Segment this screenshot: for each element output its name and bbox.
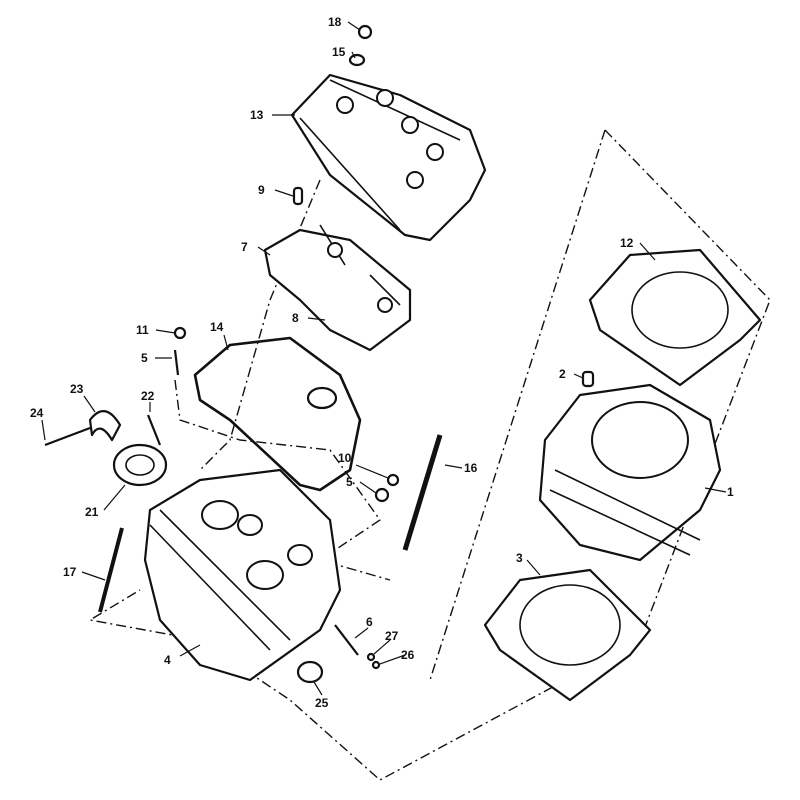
cylinder	[538, 383, 722, 562]
bolt-6	[334, 624, 359, 656]
assembly-line-head	[429, 129, 606, 681]
stud-17	[98, 527, 124, 613]
washer-15	[348, 53, 366, 67]
callout-9: 9	[258, 183, 265, 197]
bolt-5-left	[173, 349, 180, 376]
gasket-plug-ring	[306, 386, 338, 410]
dowel-2	[581, 370, 595, 388]
callout-7: 7	[241, 240, 248, 254]
callout-15: 15	[332, 45, 346, 59]
callout-13: 13	[250, 108, 264, 122]
clamp-23	[88, 410, 122, 442]
callout-5-right: 5	[346, 475, 353, 489]
callout-18: 18	[328, 15, 342, 29]
callout-24: 24	[30, 406, 44, 420]
cylinder-head	[143, 468, 342, 682]
callout-6: 6	[366, 615, 373, 629]
callout-10: 10	[338, 451, 352, 465]
callout-16: 16	[464, 461, 478, 475]
callout-4: 4	[164, 653, 171, 667]
callout-17: 17	[63, 565, 77, 579]
nut-10	[386, 473, 400, 487]
callout-23: 23	[70, 382, 84, 396]
callout-27: 27	[385, 629, 399, 643]
callout-21: 21	[85, 505, 99, 519]
valve-cover-gasket	[193, 336, 362, 492]
callout-1: 1	[727, 485, 734, 499]
base-gasket	[483, 568, 652, 702]
callout-26: 26	[401, 648, 415, 662]
valve-cover	[290, 73, 487, 242]
stud-16	[402, 434, 443, 551]
callout-14: 14	[210, 320, 224, 334]
callout-11: 11	[136, 323, 149, 337]
callout-12: 12	[620, 236, 634, 250]
assembly-line-bolt	[174, 379, 391, 581]
callout-2: 2	[559, 367, 566, 381]
leader-lines	[41, 21, 727, 696]
callout-25: 25	[315, 696, 329, 710]
bolt-18	[357, 24, 373, 40]
nut-11	[173, 326, 187, 340]
callout-5-left: 5	[141, 351, 148, 365]
washer-27	[366, 652, 376, 662]
callout-8: 8	[292, 311, 299, 325]
screw-24	[44, 426, 91, 447]
bolt-22	[146, 414, 162, 446]
washer-26	[371, 660, 381, 670]
callout-3: 3	[516, 551, 523, 565]
camshaft-holder	[263, 224, 412, 352]
o-ring-25	[296, 660, 324, 684]
washer-5-right	[374, 487, 390, 503]
dowel-9	[292, 186, 304, 206]
intake-manifold	[112, 443, 168, 487]
head-gasket	[588, 248, 762, 387]
callout-22: 22	[141, 389, 155, 403]
